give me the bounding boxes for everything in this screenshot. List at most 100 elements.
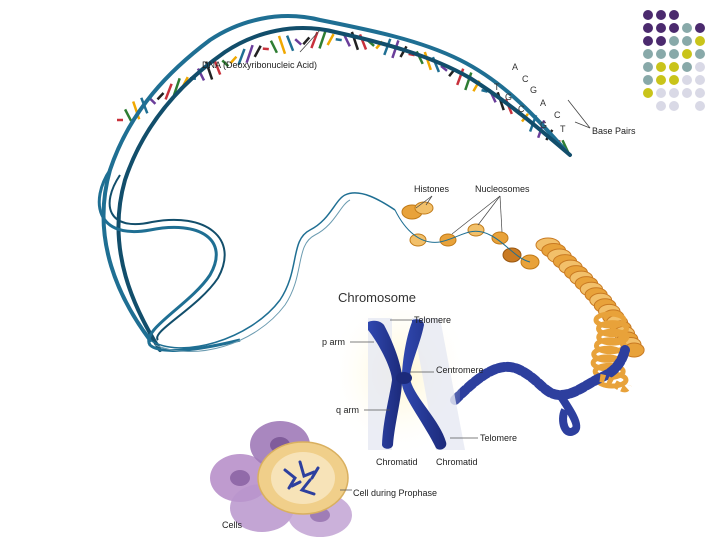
nucleosomes	[394, 201, 540, 270]
base-letters: A T C G G C A C G T	[494, 62, 566, 134]
solenoid-coil	[535, 237, 645, 389]
decorative-dot	[643, 49, 653, 59]
base-pair-rung	[481, 88, 488, 93]
cell-cluster	[210, 421, 352, 537]
nucleosome	[491, 231, 509, 245]
decorative-dot	[656, 10, 666, 20]
centromere	[396, 372, 412, 384]
decorative-dot	[682, 88, 692, 98]
chromosome-title: Chromosome	[338, 290, 416, 305]
condensed-chromosomes	[283, 460, 320, 496]
q-arm-label: q arm	[336, 405, 359, 415]
base-pair-rung	[221, 59, 230, 68]
dna-strand-1	[101, 14, 567, 342]
base-pairs-label: Base Pairs	[592, 126, 636, 136]
decorative-dot	[656, 101, 666, 111]
histones-leader-2	[425, 195, 433, 206]
decorative-dot	[695, 88, 705, 98]
p-arm-label: p arm	[322, 337, 345, 347]
base-letter: G	[540, 120, 547, 130]
nucleosome	[409, 233, 427, 247]
nucleosome	[467, 223, 485, 237]
dna-lower-loop	[97, 169, 241, 352]
chromatid-panel-right	[412, 318, 465, 450]
telomere-bottom-label: Telomere	[480, 433, 517, 443]
base-pair-rung	[294, 38, 303, 46]
dna-label-leader	[299, 29, 321, 53]
base-pair-rung	[285, 35, 295, 52]
centromere-label: Centromere	[436, 365, 484, 375]
chromatin-thread	[149, 192, 396, 349]
decorative-dot	[669, 10, 679, 20]
histones-leader	[415, 195, 433, 209]
base-letter: G	[530, 85, 537, 95]
decorative-dot	[643, 75, 653, 85]
base-pair-rung	[456, 68, 465, 86]
base-pair-rung	[156, 92, 165, 101]
base-pair-rung	[253, 45, 262, 58]
base-pair-rung	[269, 40, 279, 54]
base-letter: A	[540, 98, 546, 108]
base-pair-rung	[423, 51, 432, 71]
base-pair-rung	[237, 48, 246, 66]
base-letter: T	[560, 124, 566, 134]
supercoil-spring	[450, 345, 630, 405]
base-pair-rung	[229, 55, 238, 65]
supercoil-to-orange	[599, 374, 632, 393]
nucleosomes-leader-2	[477, 195, 501, 226]
base-letter: A	[512, 62, 518, 72]
decorative-dot	[656, 23, 666, 33]
decorative-dot	[695, 101, 705, 111]
decorative-dot-grid	[643, 10, 705, 111]
decorative-dot	[643, 23, 653, 33]
nucleosomes-label: Nucleosomes	[475, 184, 530, 194]
decorative-dot	[656, 36, 666, 46]
decorative-dot	[669, 23, 679, 33]
coil-loop	[596, 320, 630, 338]
base-pair-rung	[318, 30, 327, 49]
telomere-top-label: Telomere	[414, 315, 451, 325]
decorative-dot	[669, 36, 679, 46]
base-letter: T	[494, 82, 500, 92]
nucleosomes-leader-1	[451, 195, 501, 235]
base-pairs-leader-1	[567, 99, 591, 129]
dna-base-pair-rungs	[117, 30, 570, 154]
decorative-dot	[669, 101, 679, 111]
coil-loop	[596, 328, 630, 346]
dna-lower-loop-2	[108, 174, 226, 341]
decorative-dot	[695, 23, 705, 33]
base-pair-rung	[326, 33, 335, 46]
decorative-dot	[669, 75, 679, 85]
nucleosome	[502, 247, 522, 263]
decorative-dot	[643, 88, 653, 98]
decorative-dot	[656, 75, 666, 85]
supercoil-spring-tail	[556, 392, 581, 436]
base-pair-rung	[310, 31, 319, 49]
base-letter: C	[554, 110, 561, 120]
base-pairs-leader-2	[574, 121, 591, 129]
prophase-nucleus	[271, 452, 335, 504]
nucleosomes-leader-3	[499, 195, 503, 233]
base-letter: G	[505, 92, 512, 102]
dna-label: DNA (Deoxyribonucleic Acid)	[202, 60, 317, 70]
chromatid-right	[401, 319, 447, 450]
decorative-dot	[643, 10, 653, 20]
base-pair-rung	[440, 64, 448, 72]
decorative-dot	[669, 49, 679, 59]
chromatid-right-label: Chromatid	[436, 457, 478, 467]
decorative-dot	[695, 36, 705, 46]
decorative-dot	[656, 62, 666, 72]
base-pair-rung	[277, 35, 287, 55]
base-pair-rung	[262, 47, 269, 51]
decorative-dot	[682, 75, 692, 85]
base-pair-rung	[302, 36, 311, 46]
decorative-dot	[682, 23, 692, 33]
base-pair-rung	[335, 37, 342, 42]
base-pair-rung	[164, 83, 173, 100]
chromatid-left-label: Chromatid	[376, 457, 418, 467]
decorative-dot	[682, 36, 692, 46]
decorative-dot	[695, 62, 705, 72]
dna-helix	[97, 14, 572, 352]
chromatin-thread-2	[154, 199, 351, 352]
